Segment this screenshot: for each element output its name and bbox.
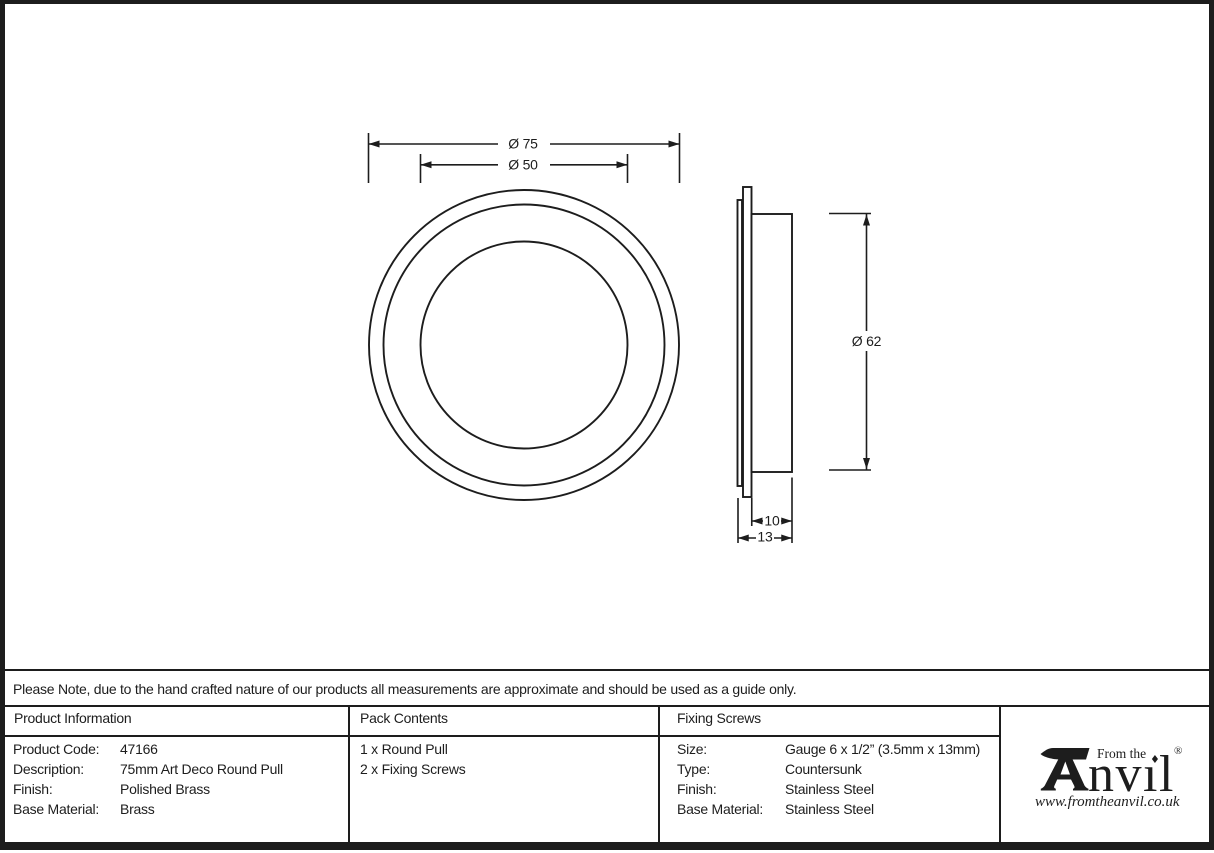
divider-pack-fixing xyxy=(658,705,660,842)
header-row-bottom-line xyxy=(5,735,1000,737)
dim-75-label: Ø 75 xyxy=(508,135,538,151)
fixing-screws-value: Stainless Steel xyxy=(785,781,874,798)
front-view xyxy=(368,189,680,501)
product-info-value: 75mm Art Deco Round Pull xyxy=(120,761,283,778)
product-info-value: 47166 xyxy=(120,741,158,757)
pack-contents-header: Pack Contents xyxy=(360,710,448,726)
fixing-screws-header: Fixing Screws xyxy=(677,710,761,726)
divider-product-pack xyxy=(348,705,350,842)
product-info-value: Brass xyxy=(120,801,155,818)
registered-trademark: ® xyxy=(1174,745,1183,757)
dim-13-label: 13 xyxy=(757,529,773,545)
logo-brand-text: nvıl xyxy=(1088,746,1175,803)
product-information-labels: Product Code: Description: Finish: Base Mat… xyxy=(13,739,100,819)
measurement-note: Please Note, due to the hand crafted nat… xyxy=(13,681,797,697)
technical-drawing: Ø 75 Ø 50 Ø 62 10 13 xyxy=(367,133,888,545)
fixing-screws-label: Size: xyxy=(677,741,707,757)
dimension-label-backgrounds xyxy=(498,135,888,545)
fixing-screws-labels: Size: Type: Finish: Base Material: xyxy=(677,739,763,819)
pack-contents-item: 2 x Fixing Screws xyxy=(360,761,466,778)
fixing-screws-value: Countersunk xyxy=(785,761,862,778)
dim-62-label: Ø 62 xyxy=(852,333,882,349)
product-info-label: Finish: xyxy=(13,781,53,798)
cup-body-profile xyxy=(750,213,793,473)
dimension-lines xyxy=(367,133,871,543)
fixing-screws-label: Base Material: xyxy=(677,801,763,818)
logo-website: www.fromtheanvil.co.uk xyxy=(1035,794,1180,810)
dim-10-label: 10 xyxy=(764,513,780,529)
logo-tagline: From the xyxy=(1097,746,1147,761)
fixing-screws-label: Type: xyxy=(677,761,710,778)
side-view xyxy=(736,186,793,498)
product-info-label: Product Code: xyxy=(13,741,100,757)
note-row-top-line xyxy=(5,669,1209,671)
product-info-label: Description: xyxy=(13,761,84,778)
anvil-icon xyxy=(1040,748,1090,791)
inner-recess-circle xyxy=(419,240,629,450)
pack-contents-items: 1 x Round Pull 2 x Fixing Screws xyxy=(360,739,466,779)
pack-contents-item: 1 x Round Pull xyxy=(360,741,448,757)
back-plate-profile xyxy=(736,199,743,487)
fixing-screws-value: Stainless Steel xyxy=(785,801,874,818)
divider-fixing-logo xyxy=(999,705,1001,842)
dimension-labels: Ø 75 Ø 50 Ø 62 10 13 xyxy=(508,135,882,545)
diamond-icon: ♦ xyxy=(1150,753,1160,766)
outer-rim-circle xyxy=(368,189,680,501)
front-rim-profile xyxy=(742,186,753,498)
product-information-header: Product Information xyxy=(14,710,132,726)
header-row-top-line xyxy=(5,705,1209,707)
from-the-anvil-logo: From the nvıl ♦ ® www.fromtheanvil.co.uk xyxy=(1000,706,1209,845)
product-info-label: Base Material: xyxy=(13,801,99,818)
dim-50-label: Ø 50 xyxy=(508,157,538,173)
fixing-screws-value: Gauge 6 x 1/2” (3.5mm x 13mm) xyxy=(785,741,981,757)
middle-circle xyxy=(382,203,666,487)
fixing-screws-label: Finish: xyxy=(677,781,717,798)
product-info-value: Polished Brass xyxy=(120,781,210,798)
dimension-arrows xyxy=(368,140,870,542)
fixing-screws-values: Gauge 6 x 1/2” (3.5mm x 13mm) Countersunk… xyxy=(785,739,980,819)
